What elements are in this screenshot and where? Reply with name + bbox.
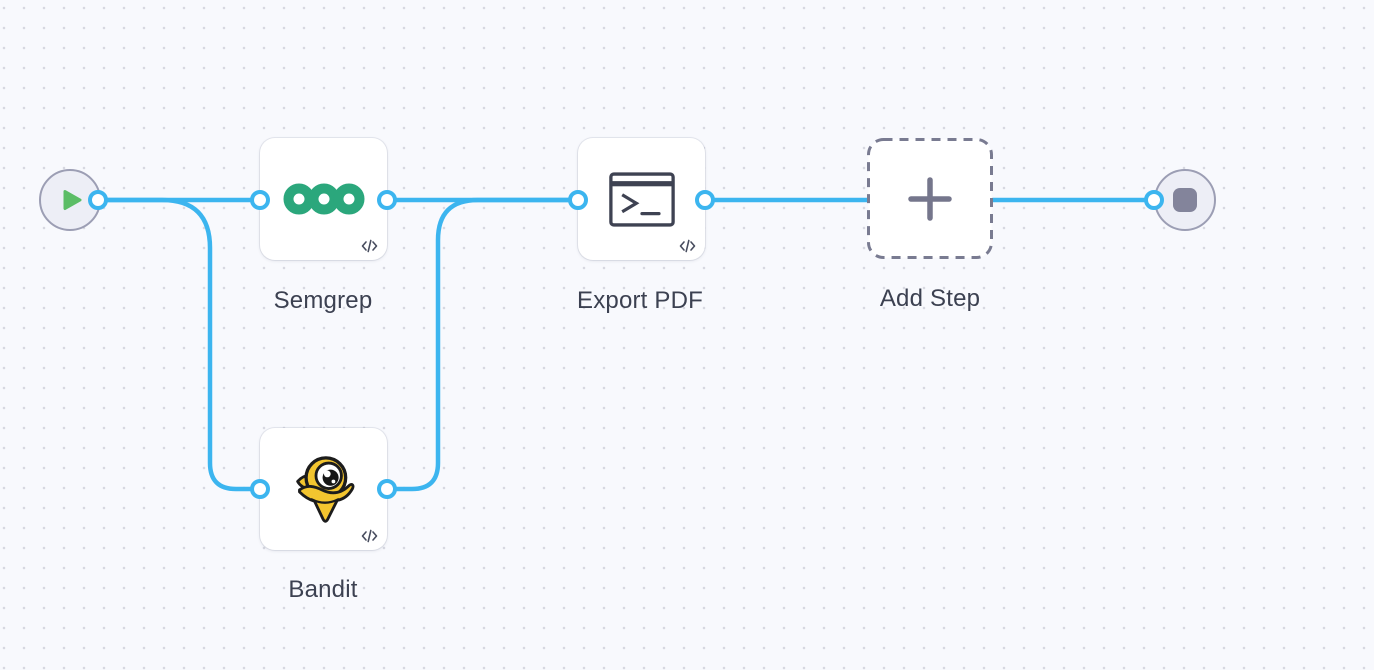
node-add-step[interactable]: [867, 138, 993, 259]
port-bandit-input[interactable]: [250, 479, 270, 499]
play-icon: [61, 188, 83, 212]
port-start-output[interactable]: [88, 190, 108, 210]
node-label-bandit: Bandit: [288, 576, 358, 603]
node-label-export-pdf: Export PDF: [576, 287, 704, 314]
port-semgrep-input[interactable]: [250, 190, 270, 210]
node-export-pdf[interactable]: [578, 138, 705, 260]
node-label-add-step: Add Step: [879, 285, 981, 312]
code-icon: [361, 239, 378, 253]
terminal-icon: [608, 171, 675, 227]
port-export-pdf-input[interactable]: [568, 190, 588, 210]
port-export-pdf-output[interactable]: [695, 190, 715, 210]
port-bandit-output[interactable]: [377, 479, 397, 499]
port-semgrep-output[interactable]: [377, 190, 397, 210]
node-label-semgrep: Semgrep: [273, 287, 373, 314]
edge-start-bandit[interactable]: [95, 197, 263, 492]
edge-bandit-exportpdf[interactable]: [384, 197, 581, 492]
bandit-bird-logo: [291, 452, 357, 526]
semgrep-rings-logo: [283, 183, 365, 215]
port-end-input[interactable]: [1144, 190, 1164, 210]
plus-icon: [907, 176, 953, 222]
end-node[interactable]: [1154, 169, 1216, 231]
node-bandit[interactable]: [260, 428, 387, 550]
code-icon: [679, 239, 696, 253]
code-icon: [361, 529, 378, 543]
stop-icon: [1173, 188, 1197, 212]
node-semgrep[interactable]: [260, 138, 387, 260]
